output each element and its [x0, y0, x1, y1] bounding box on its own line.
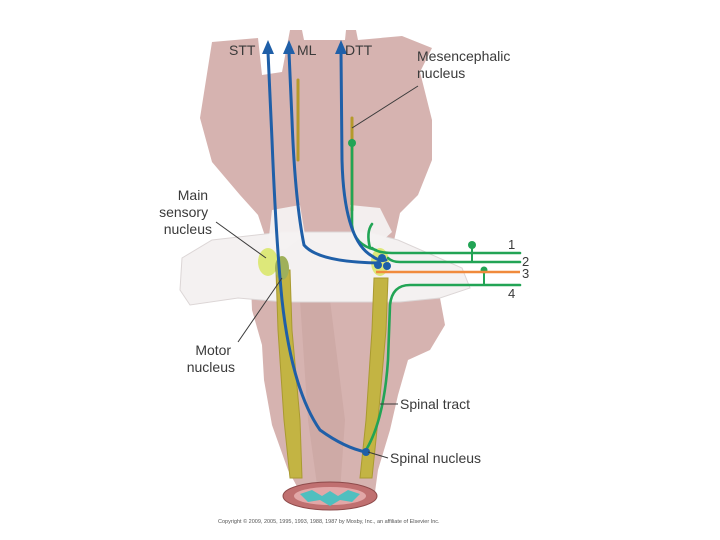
ganglion-stalks	[471, 245, 485, 285]
spinal-nucleus-right	[359, 277, 389, 479]
stt-tract	[266, 50, 368, 454]
main-sensory-label-line-3: nucleus	[164, 221, 212, 237]
ml-label: ML	[297, 42, 317, 58]
ml-tract	[287, 50, 380, 265]
spinal-nucleus-label: Spinal nucleus	[390, 450, 481, 466]
motor-label-line-1: Motor	[195, 342, 231, 358]
mesencephalic-label-line-2: nucleus	[417, 65, 465, 81]
spinal-nucleus-left	[275, 269, 303, 479]
motor-label-line-2: nucleus	[187, 359, 235, 375]
spinal-cord-gray-matter	[300, 490, 360, 506]
main-sensory-nucleus-label: Main sensory nucleus	[159, 187, 212, 237]
dtt-arrow-icon	[335, 40, 347, 54]
stt-label: STT	[229, 42, 256, 58]
tract-arrowheads	[262, 40, 347, 54]
spinal-tract-label: Spinal tract	[400, 396, 470, 412]
fiber-number-4: 4	[508, 286, 515, 301]
motor-nucleus-label: Motor nucleus	[187, 342, 235, 375]
tract-cell-bodies	[362, 254, 391, 456]
main-sensory-label-line-1: Main	[178, 187, 208, 203]
fiber-number-2: 2	[522, 254, 529, 269]
pons-section	[179, 231, 471, 306]
main-sensory-label-line-2: sensory	[159, 204, 208, 220]
fiber-number-1: 1	[508, 237, 515, 252]
ml-arrow-icon	[283, 40, 295, 54]
copyright-notice: Copyright © 2009, 2005, 1995, 1993, 1988…	[218, 518, 440, 525]
fiber-number-3: 3	[522, 266, 529, 281]
stt-arrow-icon	[262, 40, 274, 54]
leader-lines	[215, 85, 419, 459]
dtt-label: DTT	[345, 42, 373, 58]
brainstem-shading	[300, 300, 345, 492]
main-sensory-nucleus-left	[258, 248, 278, 276]
mesencephalic-label-line-1: Mesencephalic	[417, 48, 510, 64]
mesencephalic-nucleus-label: Mesencephalic nucleus	[417, 48, 514, 81]
